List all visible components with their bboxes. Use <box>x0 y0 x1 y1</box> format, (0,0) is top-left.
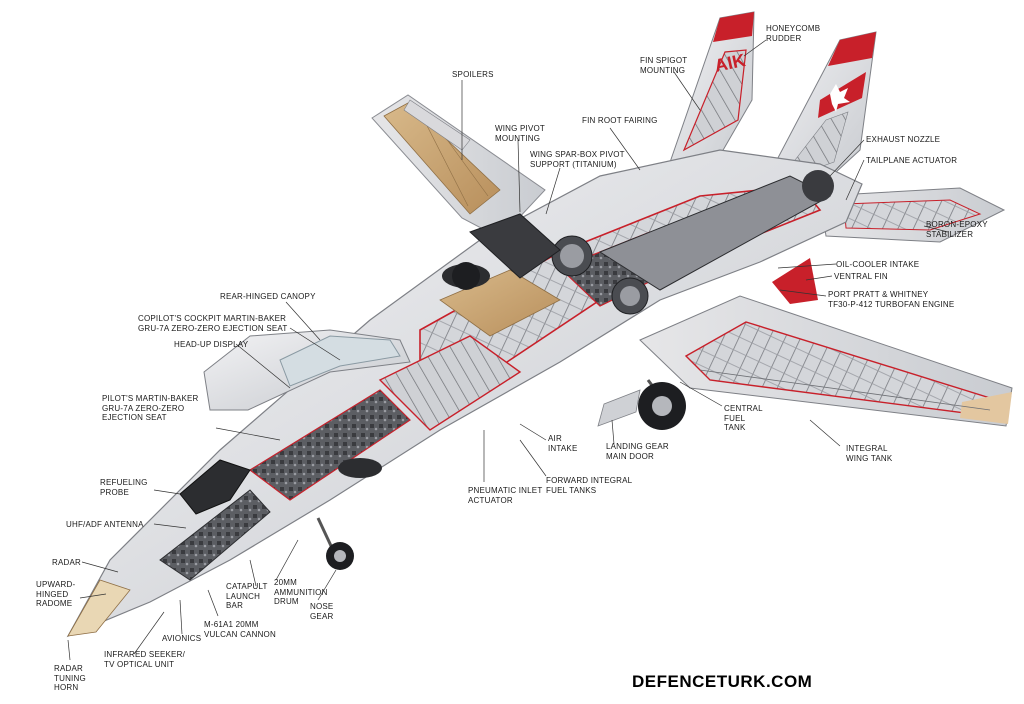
label-ventral-fin: VENTRAL FIN <box>834 272 888 281</box>
label-wing-spar: WING SPAR-BOX PIVOT SUPPORT (TITANIUM) <box>530 150 625 169</box>
turbofan-engine <box>551 170 834 315</box>
label-engine: PORT PRATT & WHITNEY TF30-P-412 TURBOFAN… <box>828 290 955 309</box>
label-fin-root: FIN ROOT FAIRING <box>582 116 658 125</box>
watermark: DEFENCETURK.COM <box>632 672 813 691</box>
horizontal-stabilizer <box>819 187 1006 243</box>
label-fin-spigot: FIN SPIGOT MOUNTING <box>640 56 688 75</box>
radome <box>67 579 131 637</box>
label-ammo: 20MM AMMUNITION DRUM <box>274 578 328 606</box>
label-refuel-probe: REFUELING PROBE <box>100 478 148 497</box>
label-radome: UPWARD- HINGED RADOME <box>36 580 76 608</box>
label-rear-canopy: REAR-HINGED CANOPY <box>220 292 316 301</box>
label-boron-epoxy: BORON-EPOXY STABILIZER <box>926 220 988 239</box>
label-tuning-horn: RADAR TUNING HORN <box>54 664 86 692</box>
label-tailplane-actuator: TAILPLANE ACTUATOR <box>866 156 958 165</box>
label-uhf: UHF/ADF ANTENNA <box>66 520 144 529</box>
label-hud: HEAD-UP DISPLAY <box>174 340 249 349</box>
label-exhaust: EXHAUST NOZZLE <box>866 135 941 144</box>
label-wing-tank: INTEGRAL WING TANK <box>846 444 893 463</box>
label-air-intake: AIR INTAKE <box>548 434 578 453</box>
label-honeycomb-rudder: HONEYCOMB RUDDER <box>766 24 821 43</box>
label-oil-cooler: OIL-COOLER INTAKE <box>836 260 920 269</box>
left-fin: AIK <box>667 11 755 191</box>
right-wing <box>639 295 1013 427</box>
label-central-tank: CENTRAL FUEL TANK <box>724 404 763 432</box>
landing-gear <box>316 262 686 570</box>
label-spoilers: SPOILERS <box>452 70 494 79</box>
label-wing-pivot: WING PIVOT MOUNTING <box>495 124 545 143</box>
label-main-door: LANDING GEAR MAIN DOOR <box>606 442 669 461</box>
label-copilot-seat: COPILOT'S COCKPIT MARTIN-BAKER GRU-7A ZE… <box>138 314 288 333</box>
label-ir-seeker: INFRARED SEEKER/ TV OPTICAL UNIT <box>104 650 185 669</box>
label-cannon: M-61A1 20MM VULCAN CANNON <box>204 620 276 639</box>
ventral-fin <box>772 258 818 304</box>
label-radar: RADAR <box>52 558 82 567</box>
label-avionics: AVIONICS <box>162 634 202 643</box>
fuselage <box>66 149 863 638</box>
canopy <box>179 329 411 515</box>
label-nose-gear: NOSE GEAR <box>310 602 334 621</box>
label-fwd-tanks: FORWARD INTEGRAL FUEL TANKS <box>546 476 633 495</box>
left-wing <box>371 94 546 239</box>
label-pneumatic: PNEUMATIC INLET ACTUATOR <box>468 486 543 505</box>
leader-lines <box>67 39 949 661</box>
label-pilot-seat: PILOT'S MARTIN-BAKER GRU-7A ZERO-ZERO EJ… <box>102 394 199 422</box>
label-catapult: CATAPULT LAUNCH BAR <box>226 582 268 610</box>
